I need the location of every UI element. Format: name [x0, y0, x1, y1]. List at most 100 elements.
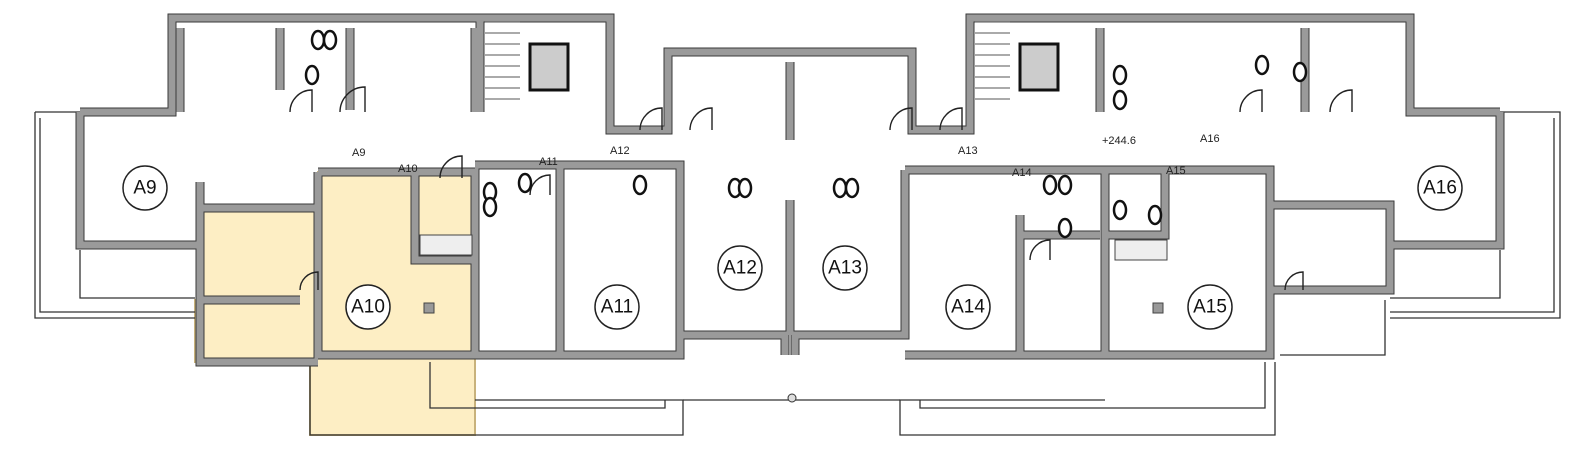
wall-segment	[200, 204, 318, 304]
unit-marker-a13[interactable]: A13	[822, 245, 868, 291]
door-swing	[1239, 89, 1263, 113]
door-swing	[339, 86, 366, 113]
toilet-icon	[304, 64, 320, 86]
toilet-icon	[1147, 204, 1163, 226]
door-swing	[889, 107, 913, 131]
unit-circle	[1417, 165, 1463, 211]
unit-marker-a12[interactable]: A12	[717, 245, 763, 291]
toilet-icon	[1254, 54, 1270, 76]
elevator-icon	[528, 42, 570, 92]
wall-segment	[1270, 201, 1394, 245]
door-swing	[639, 107, 663, 131]
unit-label: A13	[828, 258, 862, 279]
door-swing	[439, 155, 463, 179]
balcony-line	[1280, 300, 1386, 356]
shower-icon	[1114, 239, 1168, 261]
unit-marker-a14[interactable]: A14	[945, 284, 991, 330]
door-swing	[529, 174, 551, 196]
door-swing	[1029, 239, 1051, 261]
toilet-icon	[832, 177, 848, 199]
door-swing	[1329, 89, 1353, 113]
toilet-icon	[632, 174, 648, 196]
unit-circle	[594, 284, 640, 330]
entrance-label-a15: A15	[1166, 165, 1186, 177]
entrance-label-a14: A14	[1012, 167, 1032, 179]
entrance-label-a9: A9	[352, 147, 365, 159]
toilet-icon	[1292, 61, 1308, 83]
balcony-line	[919, 362, 1266, 409]
wall-segment	[676, 170, 909, 355]
door-swing	[289, 89, 313, 113]
wall-segment	[475, 161, 684, 359]
column	[1152, 302, 1164, 314]
unit-marker-a16[interactable]: A16	[1417, 165, 1463, 211]
unit-label: A12	[723, 258, 757, 279]
wall-segment	[80, 14, 484, 116]
sanitary-fixtures	[304, 29, 1308, 261]
wall-segment	[1105, 166, 1274, 359]
unit-circle	[1187, 284, 1233, 330]
unit-circle	[717, 245, 763, 291]
entrance-label-a12: A12	[610, 145, 630, 157]
unit-label: A14	[951, 297, 985, 318]
unit-marker-a11[interactable]: A11	[594, 284, 640, 330]
toilet-icon	[310, 29, 326, 51]
entrance-label-a10: A10	[398, 163, 418, 175]
door-swing	[299, 271, 319, 291]
unit-marker-a10[interactable]: A10	[345, 284, 391, 330]
toilet-icon	[517, 172, 533, 194]
balcony-line	[1390, 111, 1561, 319]
toilet-icon	[1042, 174, 1058, 196]
toilet-icon	[1112, 199, 1128, 221]
wall-segment	[1270, 245, 1394, 294]
toilet-icon	[322, 29, 338, 51]
balcony-line	[429, 362, 666, 409]
unit-label: A9	[133, 178, 156, 199]
unit-label: A16	[1423, 178, 1457, 199]
balcony-outlines	[34, 111, 1561, 436]
toilet-icon	[844, 177, 860, 199]
doors	[289, 21, 1353, 291]
toilet-icon	[1057, 217, 1073, 239]
balcony-line	[309, 362, 684, 436]
wall-segment	[196, 182, 318, 366]
toilet-icon	[482, 196, 498, 218]
wall-segment	[76, 112, 200, 249]
unit-circle	[945, 284, 991, 330]
elevator-icon	[1018, 42, 1060, 92]
balcony-line	[899, 362, 1276, 436]
wall-segment	[905, 166, 1109, 359]
elevation-label: +244.6	[1102, 135, 1136, 147]
toilet-icon	[1112, 64, 1128, 86]
door-swing	[939, 107, 963, 131]
wall-segment	[1390, 112, 1504, 249]
balcony-line	[34, 111, 195, 319]
entrance-label-a16: A16	[1200, 133, 1220, 145]
balcony-line	[79, 250, 195, 299]
walls	[76, 14, 1504, 366]
column-marker	[787, 393, 797, 403]
entrance-label-a11: A11	[539, 156, 558, 168]
column	[423, 302, 435, 314]
toilet-icon	[737, 177, 753, 199]
toilet-icon	[1057, 174, 1073, 196]
wall-segment	[480, 14, 1500, 134]
balcony-line	[1390, 250, 1501, 299]
unit-label: A10	[351, 297, 385, 318]
door-swing	[1284, 271, 1304, 291]
unit-circle	[822, 245, 868, 291]
wall-segment	[1105, 170, 1169, 239]
unit-label: A15	[1193, 297, 1227, 318]
door-swing	[689, 107, 713, 131]
unit-circle	[122, 165, 168, 211]
wall-segment	[606, 18, 1309, 140]
entrance-label-a13: A13	[958, 145, 978, 157]
unit-marker-a15[interactable]: A15	[1187, 284, 1233, 330]
unit-label: A11	[601, 297, 633, 318]
shower-icon	[419, 234, 473, 256]
unit-marker-a9[interactable]: A9	[122, 165, 168, 211]
unit-circle	[345, 284, 391, 330]
toilet-icon	[1112, 89, 1128, 111]
wall-segment	[176, 28, 479, 112]
